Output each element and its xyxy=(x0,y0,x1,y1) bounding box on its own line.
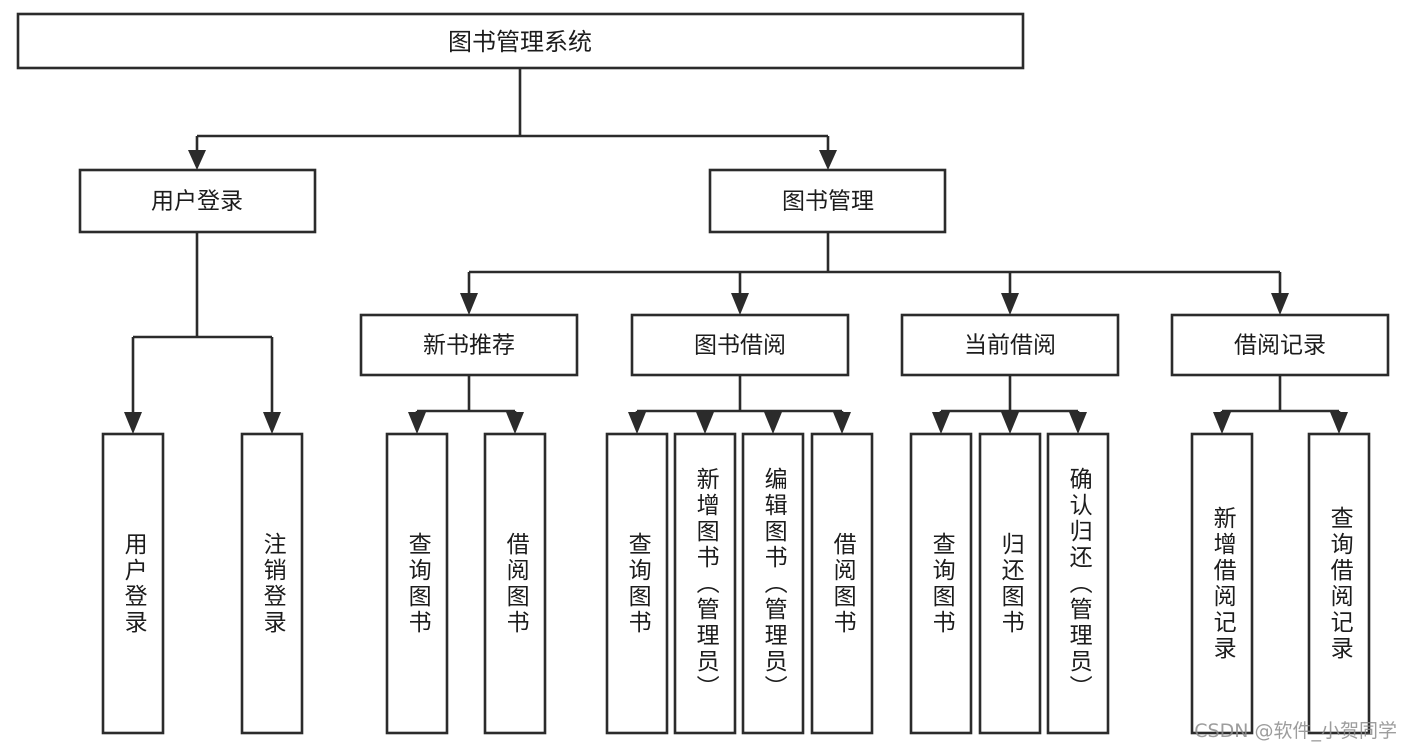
node-book-management-label: 图书管理 xyxy=(782,189,874,215)
arrow-head-user-login xyxy=(188,150,206,170)
arrow-head-new-book-recommend xyxy=(460,293,478,315)
node-user-login[interactable]: 用户登录 xyxy=(78,168,317,234)
leaf-box-query-book-1[interactable] xyxy=(385,432,449,735)
leaf-box-add-book[interactable] xyxy=(673,432,737,735)
arrow-head-leaf-confirm-return xyxy=(1069,412,1087,434)
arrow-head-book-management xyxy=(819,150,837,170)
leaf-box-borrow-book-1[interactable] xyxy=(483,432,547,735)
node-current-borrow[interactable]: 当前借阅 xyxy=(900,313,1120,377)
leaf-box-return-book[interactable] xyxy=(978,432,1042,735)
node-book-borrow-box[interactable] xyxy=(630,313,850,377)
arrow-head-leaf-borrow-book-1 xyxy=(506,412,524,434)
node-user-login-box[interactable] xyxy=(78,168,317,234)
node-borrow-record-box[interactable] xyxy=(1170,313,1390,377)
arrow-head-borrow-record xyxy=(1271,293,1289,315)
node-layer: 图书管理系统 用户登录 图书管理 新书推荐 图书借阅 xyxy=(16,12,1390,735)
leaf-box-add-record[interactable] xyxy=(1190,432,1254,735)
arrow-head-leaf-return-book xyxy=(1001,412,1019,434)
arrow-head-leaf-user-login xyxy=(124,412,142,434)
arrow-head-leaf-add-record xyxy=(1213,412,1231,434)
leaf-box-logout-login[interactable] xyxy=(240,432,304,735)
node-user-login-label: 用户登录 xyxy=(151,189,243,215)
node-book-borrow-label: 图书借阅 xyxy=(694,333,786,359)
node-book-management[interactable]: 图书管理 xyxy=(708,168,947,234)
node-new-book-recommend-label: 新书推荐 xyxy=(423,333,515,359)
arrow-head-leaf-query-book-3 xyxy=(932,412,950,434)
node-book-management-box[interactable] xyxy=(708,168,947,234)
arrow-head-leaf-add-book xyxy=(696,412,714,434)
node-root-label: 图书管理系统 xyxy=(448,28,592,56)
node-current-borrow-label: 当前借阅 xyxy=(964,333,1056,359)
node-borrow-record[interactable]: 借阅记录 xyxy=(1170,313,1390,377)
leaf-box-user-login[interactable] xyxy=(101,432,165,735)
leaf-box-confirm-return[interactable] xyxy=(1046,432,1110,735)
leaf-box-query-record[interactable] xyxy=(1307,432,1371,735)
node-borrow-record-label: 借阅记录 xyxy=(1234,333,1326,359)
arrow-head-leaf-edit-book xyxy=(764,412,782,434)
node-root[interactable]: 图书管理系统 xyxy=(16,12,1025,70)
arrow-head-leaf-query-book-2 xyxy=(628,412,646,434)
csdn-watermark: CSDN @软件_小贺同学 xyxy=(1194,720,1397,742)
arrow-head-book-borrow xyxy=(731,293,749,315)
node-root-box[interactable] xyxy=(16,12,1025,70)
arrow-head-current-borrow xyxy=(1001,293,1019,315)
leaf-box-borrow-book-2[interactable] xyxy=(810,432,874,735)
node-new-book-recommend[interactable]: 新书推荐 xyxy=(359,313,579,377)
node-book-borrow[interactable]: 图书借阅 xyxy=(630,313,850,377)
node-current-borrow-box[interactable] xyxy=(900,313,1120,377)
node-new-book-recommend-box[interactable] xyxy=(359,313,579,377)
arrow-head-leaf-query-record xyxy=(1330,412,1348,434)
leaf-box-query-book-3[interactable] xyxy=(909,432,973,735)
arrow-head-leaf-logout-login xyxy=(263,412,281,434)
leaf-box-query-book-2[interactable] xyxy=(605,432,669,735)
arrow-head-leaf-query-book-1 xyxy=(408,412,426,434)
connector-layer xyxy=(124,68,1348,434)
arrow-head-leaf-borrow-book-2 xyxy=(833,412,851,434)
leaf-box-edit-book[interactable] xyxy=(741,432,805,735)
